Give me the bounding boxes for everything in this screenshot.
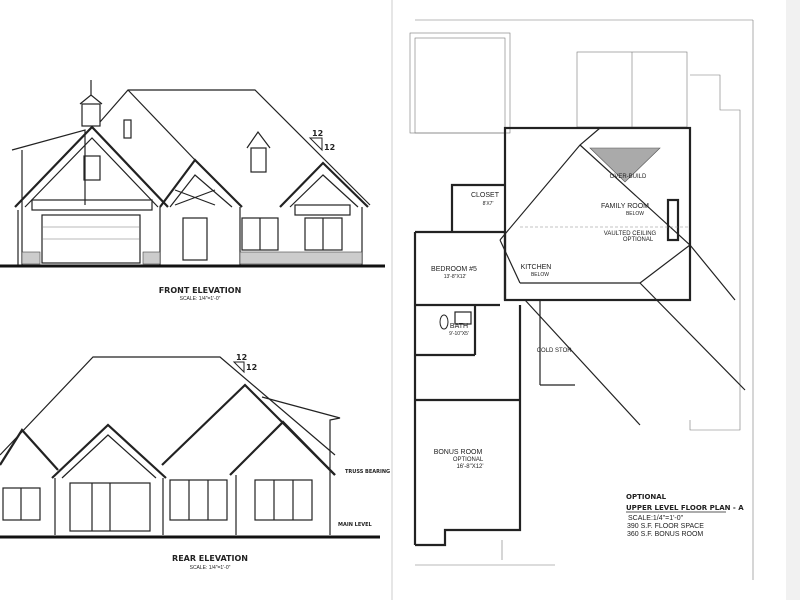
plan-floor-space: 390 S.F. FLOOR SPACE — [627, 523, 704, 530]
closet-size: 8'X7' — [483, 201, 494, 207]
family-room-label: FAMILY ROOM — [601, 203, 649, 210]
right-margin-strip — [786, 0, 800, 600]
rear-elevation-title: REAR ELEVATION — [172, 554, 248, 563]
plan-bonus-space: 360 S.F. BONUS ROOM — [627, 531, 703, 538]
front-elevation-scale: SCALE: 1/4"=1'-0" — [180, 296, 221, 302]
kitchen-label: KITCHEN — [521, 264, 552, 271]
rear-pitch-run: 12 — [246, 363, 257, 372]
bath-label: BATH — [450, 323, 468, 330]
overbuild-label: OVER-BUILD — [610, 174, 647, 180]
rear-elevation: 12 12 TRUSS BEARING MAIN LEVEL REAR ELEV… — [0, 353, 390, 571]
front-elevation-title: FRONT ELEVATION — [159, 286, 242, 295]
front-pitch-run: 12 — [324, 143, 335, 152]
plan-scale: SCALE:1/4"=1'-0" — [628, 515, 684, 522]
plan-optional-label: OPTIONAL — [626, 493, 667, 501]
bedroom-size: 13'-8"X12' — [444, 274, 467, 280]
front-elevation: 12 12 FRONT ELEVATION SCALE: 1/4"=1'-0" — [0, 80, 385, 302]
vaulted-ceiling-note: OPTIONAL — [623, 237, 654, 243]
bonus-room-label: BONUS ROOM — [434, 449, 483, 456]
family-room-note: BELOW — [626, 211, 644, 217]
front-pitch-rise: 12 — [312, 129, 323, 138]
rear-pitch-rise: 12 — [236, 353, 247, 362]
bedroom-label: BEDROOM #5 — [431, 266, 477, 273]
upper-level-floor-plan: CLOSET 8'X7' BEDROOM #5 13'-8"X12' BATH … — [409, 19, 754, 580]
kitchen-note: BELOW — [531, 272, 549, 278]
bonus-room-size: 16'-8"X12' — [456, 464, 483, 470]
plan-title: UPPER LEVEL FLOOR PLAN - A — [626, 504, 744, 512]
vaulted-ceiling-label: VAULTED CEILING — [604, 231, 657, 237]
bonus-room-note: OPTIONAL — [453, 457, 484, 463]
main-level-label: MAIN LEVEL — [338, 522, 373, 528]
cold-storage-label: COLD STOR. — [537, 348, 574, 354]
rear-elevation-scale: SCALE: 1/4"=1'-0" — [190, 565, 231, 571]
closet-label: CLOSET — [471, 192, 500, 199]
truss-bearing-label: TRUSS BEARING — [345, 469, 390, 475]
bath-size: 9'-10"X5' — [449, 331, 469, 337]
